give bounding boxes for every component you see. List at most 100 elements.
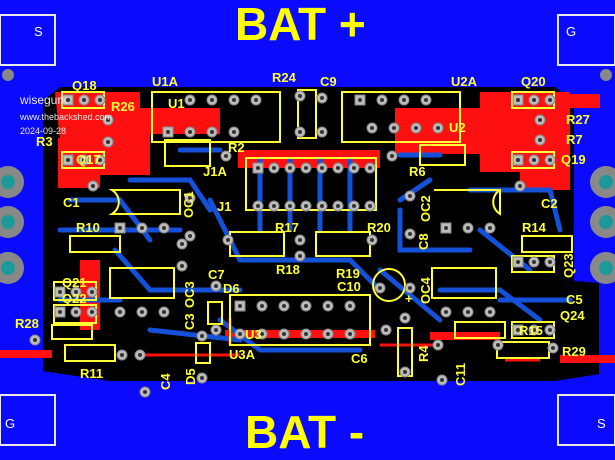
pad-hole xyxy=(336,166,340,170)
pad-hole xyxy=(82,158,86,162)
pad-hole xyxy=(200,334,204,338)
label-r6: R6 xyxy=(409,164,426,179)
watermark-date: 2024-09-28 xyxy=(20,126,66,136)
label-oc1: OC1 xyxy=(181,191,196,218)
pad-hole xyxy=(140,310,144,314)
designators: U1A U1 R24 C9 U2A U2 Q18 R26 R3 Q17 R2 J… xyxy=(15,70,590,390)
pads xyxy=(29,90,559,398)
label-q24: Q24 xyxy=(560,308,585,323)
pad-hole xyxy=(214,328,218,332)
label-c4: C4 xyxy=(158,373,173,390)
pad-hole xyxy=(320,166,324,170)
pad-hole xyxy=(384,328,388,332)
pad-hole xyxy=(358,98,362,102)
label-q22: Q22 xyxy=(62,291,87,306)
watermark-author: wisegurk xyxy=(19,93,68,107)
pad-hole xyxy=(232,130,236,134)
pad-hole xyxy=(226,238,230,242)
pad-hole xyxy=(188,130,192,134)
pad-hole xyxy=(140,226,144,230)
label-r18: R18 xyxy=(276,262,300,277)
label-r2: R2 xyxy=(228,140,245,155)
watermark-site: www.thebackshed.com xyxy=(19,112,112,122)
pad-hole xyxy=(532,98,536,102)
label-r17: R17 xyxy=(275,220,299,235)
label-r4: R4 xyxy=(416,345,431,362)
pad-hole xyxy=(90,290,94,294)
pad-hole xyxy=(320,96,324,100)
label-q17: Q17 xyxy=(76,152,101,167)
pad-hole xyxy=(162,310,166,314)
pad-hole xyxy=(143,390,147,394)
pad-hole xyxy=(380,98,384,102)
label-r19: R19 xyxy=(336,266,360,281)
label-u1a: U1A xyxy=(152,74,179,89)
pad-hole xyxy=(370,238,374,242)
pad-hole xyxy=(58,290,62,294)
pad-hole xyxy=(496,343,500,347)
pin-label-tl: S xyxy=(34,24,43,39)
label-c1: C1 xyxy=(63,195,80,210)
label-c3: C3 xyxy=(182,313,197,330)
pad-hole xyxy=(336,204,340,208)
label-oc3: OC3 xyxy=(182,281,197,308)
connectors: S G G S xyxy=(0,14,615,446)
pad-hole xyxy=(118,310,122,314)
pad-hole xyxy=(66,98,70,102)
pad-hole xyxy=(98,98,102,102)
pad-hole xyxy=(304,204,308,208)
pad-hole xyxy=(466,310,470,314)
pad-hole xyxy=(518,184,522,188)
label-r3: R3 xyxy=(36,134,53,149)
label-d6: D6 xyxy=(223,281,240,296)
pad-hole xyxy=(33,338,37,342)
label-r29: R29 xyxy=(562,344,586,359)
pad-hole xyxy=(370,126,374,130)
pad-hole xyxy=(82,98,86,102)
pad-hole xyxy=(298,94,302,98)
label-r26: R26 xyxy=(111,99,135,114)
pad-hole xyxy=(254,98,258,102)
pad-hole xyxy=(516,98,520,102)
label-u1: U1 xyxy=(168,96,185,111)
pin-label-bl: G xyxy=(5,416,15,431)
label-u3a: U3A xyxy=(229,347,256,362)
pad-hole xyxy=(166,130,170,134)
pad-hole xyxy=(298,130,302,134)
pad-hole xyxy=(238,332,242,336)
label-j1: J1 xyxy=(217,199,231,214)
pad-hole xyxy=(402,98,406,102)
pad-hole xyxy=(304,166,308,170)
pad-hole xyxy=(106,140,110,144)
pad-hole xyxy=(188,196,192,200)
pad-hole xyxy=(436,343,440,347)
pad-hole xyxy=(98,158,102,162)
label-d5: D5 xyxy=(183,368,198,385)
pad-hole xyxy=(488,226,492,230)
label-r28: R28 xyxy=(15,316,39,331)
pad-hole xyxy=(210,130,214,134)
label-c2: C2 xyxy=(541,196,558,211)
pad-hole xyxy=(392,126,396,130)
pad-hole xyxy=(260,332,264,336)
label-r20: R20 xyxy=(367,220,391,235)
pad-hole xyxy=(403,316,407,320)
pad-hole xyxy=(304,304,308,308)
pad-hole xyxy=(532,328,536,332)
pad-hole xyxy=(538,138,542,142)
pad-hole xyxy=(326,332,330,336)
pad-hole xyxy=(288,204,292,208)
pad-hole xyxy=(256,166,260,170)
pad-hole xyxy=(232,98,236,102)
pad-hole xyxy=(436,126,440,130)
pad-hole xyxy=(106,118,110,122)
pad-hole xyxy=(138,353,142,357)
label-r14: R14 xyxy=(522,220,547,235)
pad-hole xyxy=(120,353,124,357)
pad-hole xyxy=(200,376,204,380)
pad-hole xyxy=(66,158,70,162)
pad-hole xyxy=(378,286,382,290)
pad-hole xyxy=(180,242,184,246)
pad-hole xyxy=(548,328,552,332)
label-j1a: J1A xyxy=(203,164,227,179)
